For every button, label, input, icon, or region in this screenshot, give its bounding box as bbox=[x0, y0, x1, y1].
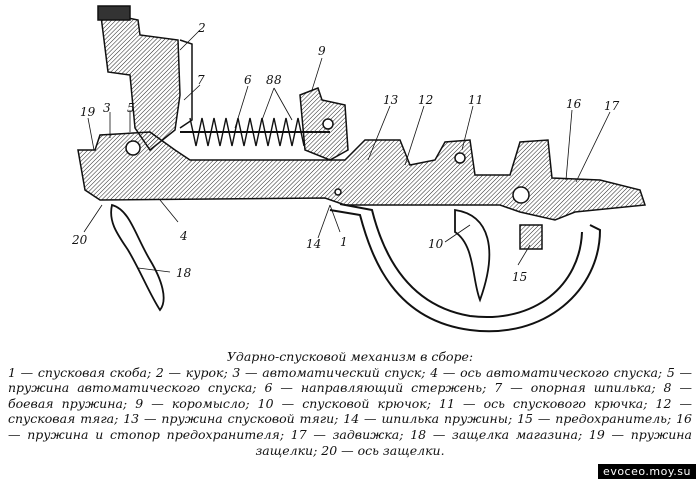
caption-legend: 1 — спусковая скоба; 2 — курок; 3 — авто… bbox=[8, 364, 692, 458]
callout-18: 18 bbox=[176, 266, 192, 280]
callout-10: 10 bbox=[428, 237, 444, 251]
safety-part bbox=[519, 224, 543, 250]
trigger-housing bbox=[77, 131, 647, 221]
trigger-part bbox=[454, 208, 491, 303]
hammer-part bbox=[97, 5, 193, 152]
callout-8-left: 8 bbox=[266, 73, 274, 87]
callout-3: 3 bbox=[103, 101, 111, 115]
magazine-latch-part bbox=[110, 203, 165, 312]
callout-6: 6 bbox=[244, 73, 252, 87]
callout-13: 13 bbox=[383, 93, 399, 107]
trigger-mechanism-diagram: 1 2 3 4 5 6 7 8 8 9 10 11 12 13 14 15 16… bbox=[71, 5, 647, 333]
callout-16: 16 bbox=[566, 97, 582, 111]
callout-4: 4 bbox=[179, 229, 188, 243]
watermark: evoceo.moy.su bbox=[598, 464, 696, 479]
figure-caption: Ударно-спусковой механизм в сборе: 1 — с… bbox=[8, 349, 692, 458]
callout-12: 12 bbox=[418, 93, 433, 107]
callout-8-right: 8 bbox=[274, 73, 282, 87]
callout-9: 9 bbox=[318, 44, 326, 58]
callout-20: 20 bbox=[71, 233, 88, 247]
callout-5: 5 bbox=[127, 101, 135, 115]
callout-7: 7 bbox=[197, 73, 205, 87]
trigger-guard-part bbox=[329, 203, 602, 333]
callout-2: 2 bbox=[197, 21, 206, 35]
callout-1: 1 bbox=[340, 235, 348, 249]
callout-11: 11 bbox=[468, 93, 483, 107]
caption-title: Ударно-спусковой механизм в сборе: bbox=[226, 349, 474, 364]
callout-17: 17 bbox=[604, 99, 620, 113]
callout-19: 19 bbox=[80, 105, 96, 119]
callout-15: 15 bbox=[512, 270, 527, 284]
leader-lines bbox=[83, 29, 611, 273]
callout-14: 14 bbox=[306, 237, 321, 251]
rocker-part bbox=[299, 87, 349, 161]
